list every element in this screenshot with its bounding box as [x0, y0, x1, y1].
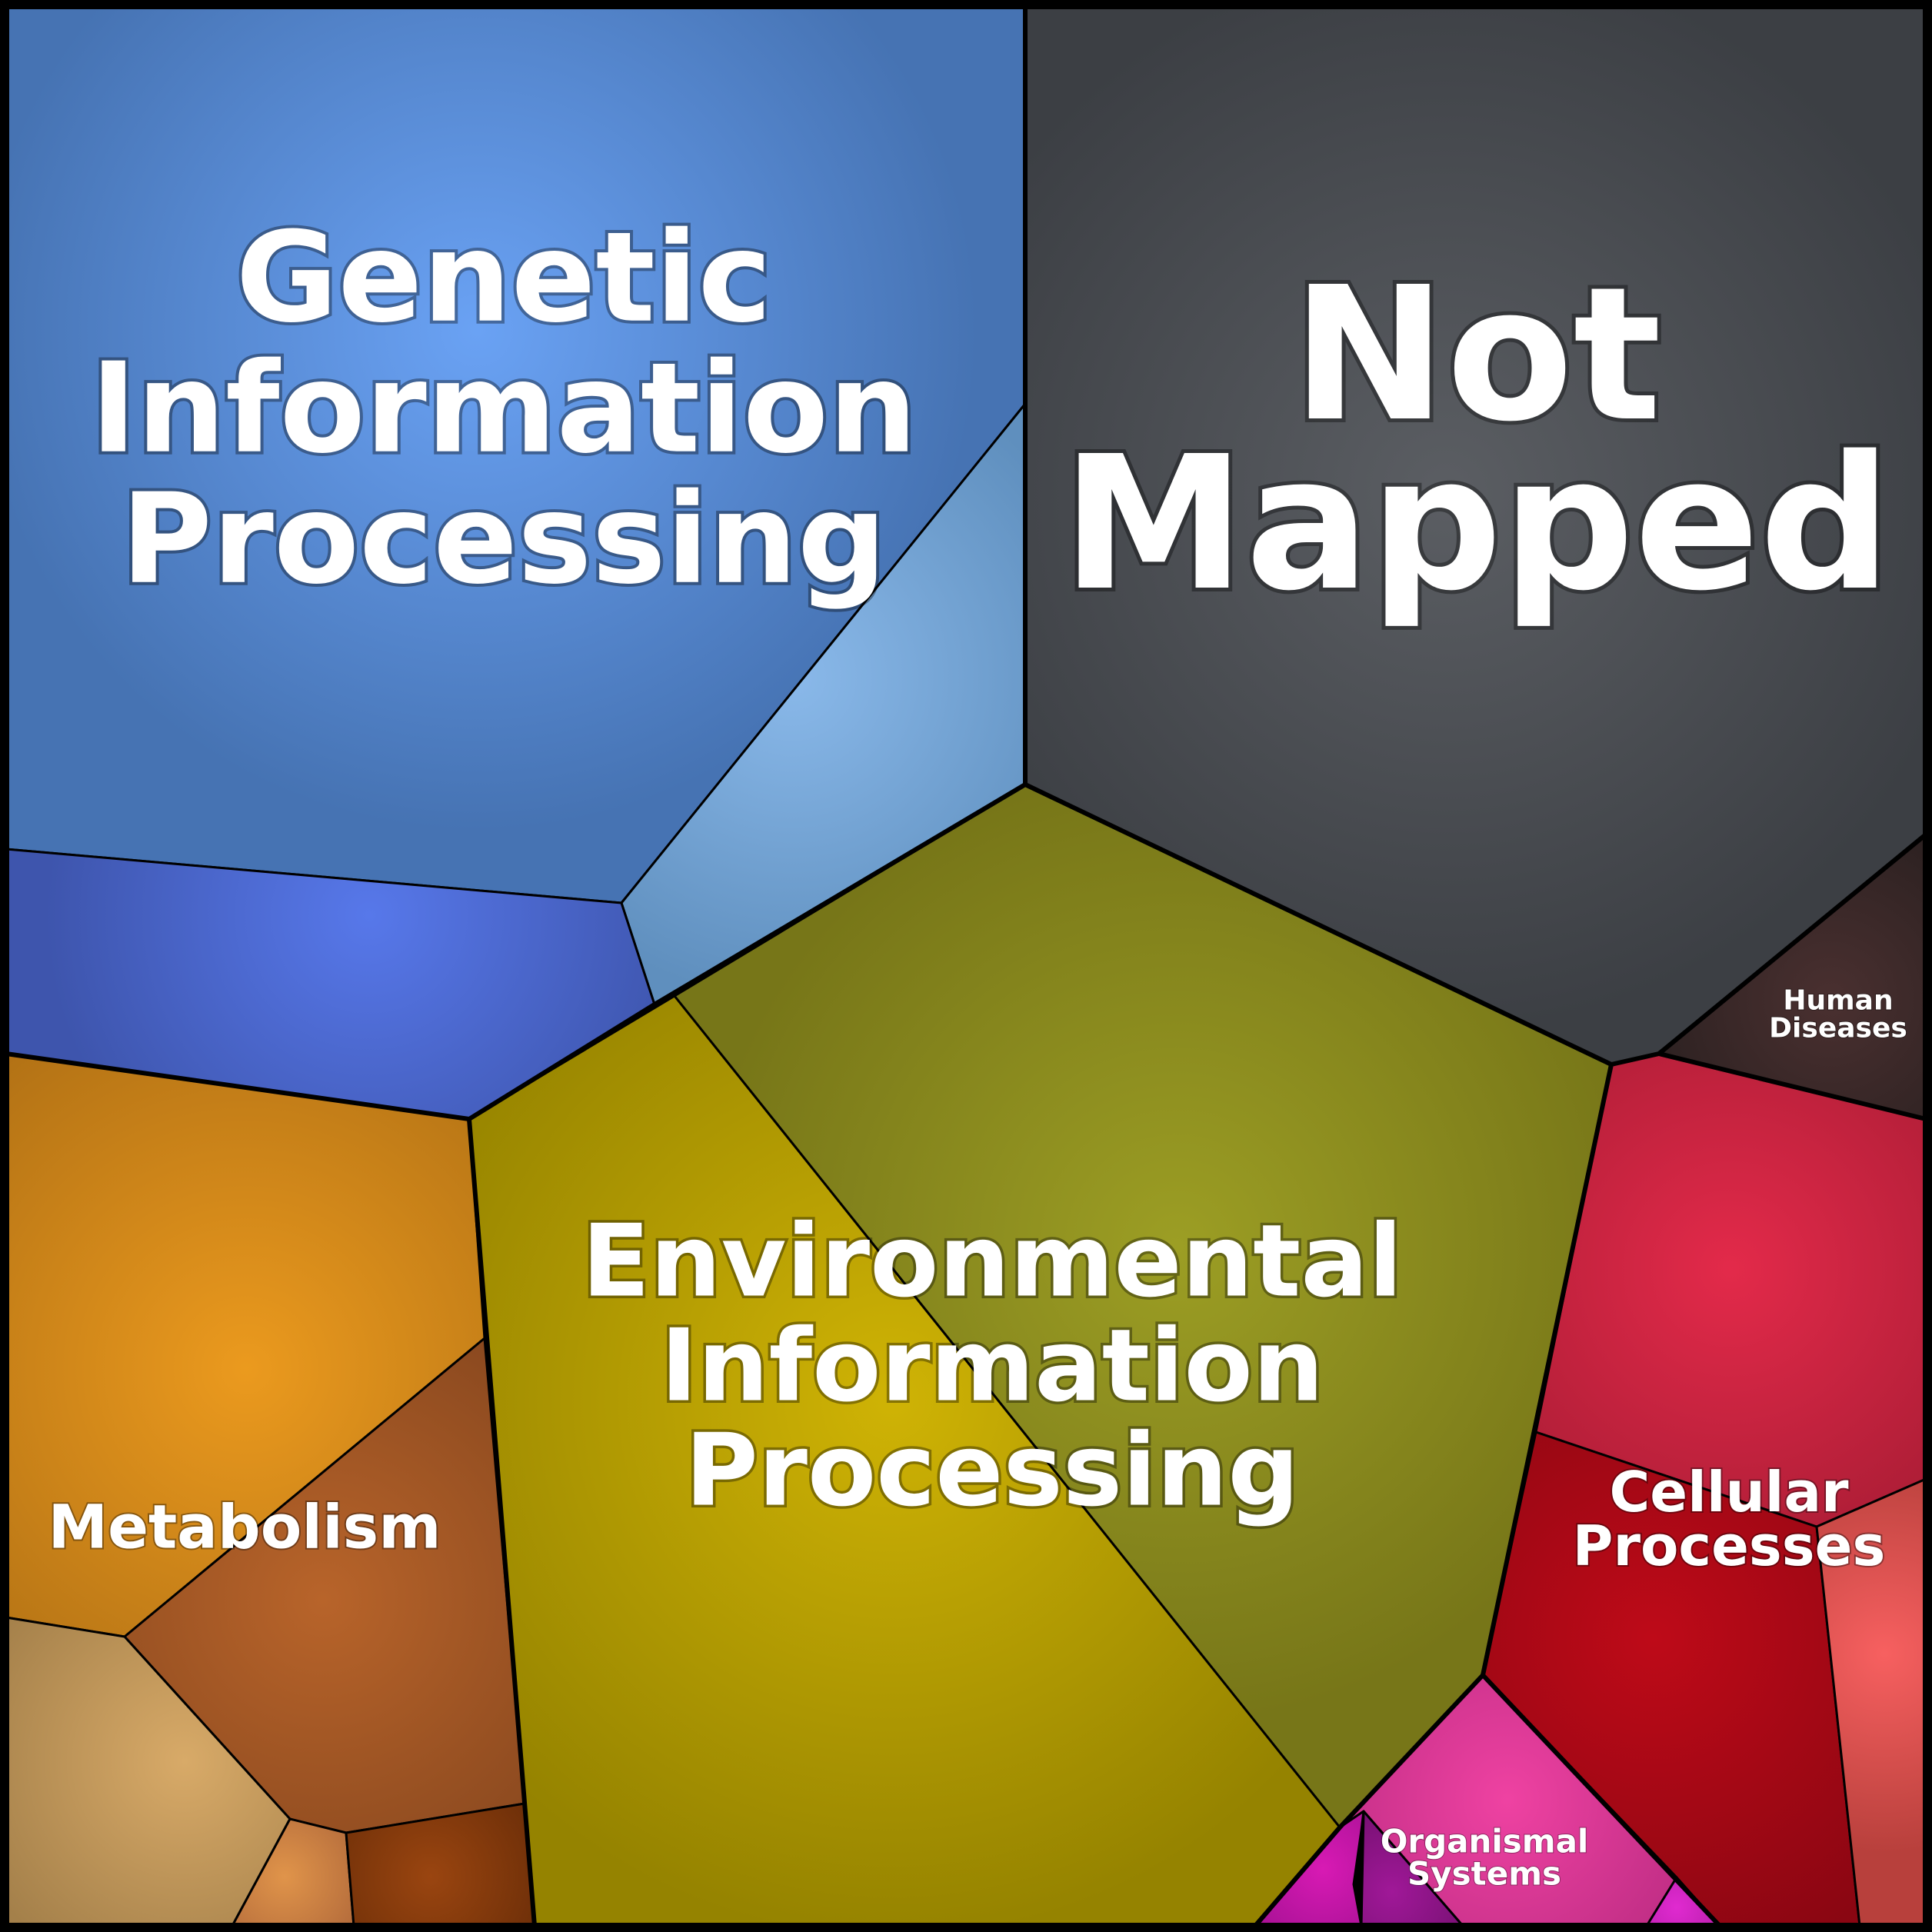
label-metabolism: Metabolism: [48, 1493, 441, 1562]
label-environmental-line-2: Information: [661, 1307, 1324, 1424]
label-environmental-line-1: Environmental: [581, 1203, 1402, 1320]
label-genetic-line-3: Processing: [121, 468, 887, 612]
label-organismal-line-2: Systems: [1407, 1855, 1561, 1893]
label-cellular-line-2: Processes: [1573, 1514, 1886, 1578]
label-not-mapped-line-1: Not: [1292, 247, 1661, 462]
category-borders: [5, 6, 1927, 1928]
label-metabolism-line-1: Metabolism: [48, 1493, 441, 1562]
label-human-diseases-line-1: Human: [1783, 985, 1893, 1017]
label-not-mapped-line-2: Mapped: [1062, 416, 1892, 631]
label-cellular-line-1: Cellular: [1609, 1460, 1849, 1524]
label-genetic-line-1: Genetic: [235, 206, 771, 351]
label-human-diseases-line-2: Diseases: [1769, 1013, 1907, 1044]
region-cellular[interactable]: [1481, 1052, 1927, 1927]
label-environmental-line-3: Processing: [685, 1412, 1300, 1529]
label-genetic-line-2: Information: [91, 337, 918, 481]
region-genetic[interactable]: [5, 5, 1027, 1121]
label-organismal-line-1: Organismal: [1381, 1823, 1589, 1860]
region-metabolism[interactable]: [5, 1052, 536, 1927]
